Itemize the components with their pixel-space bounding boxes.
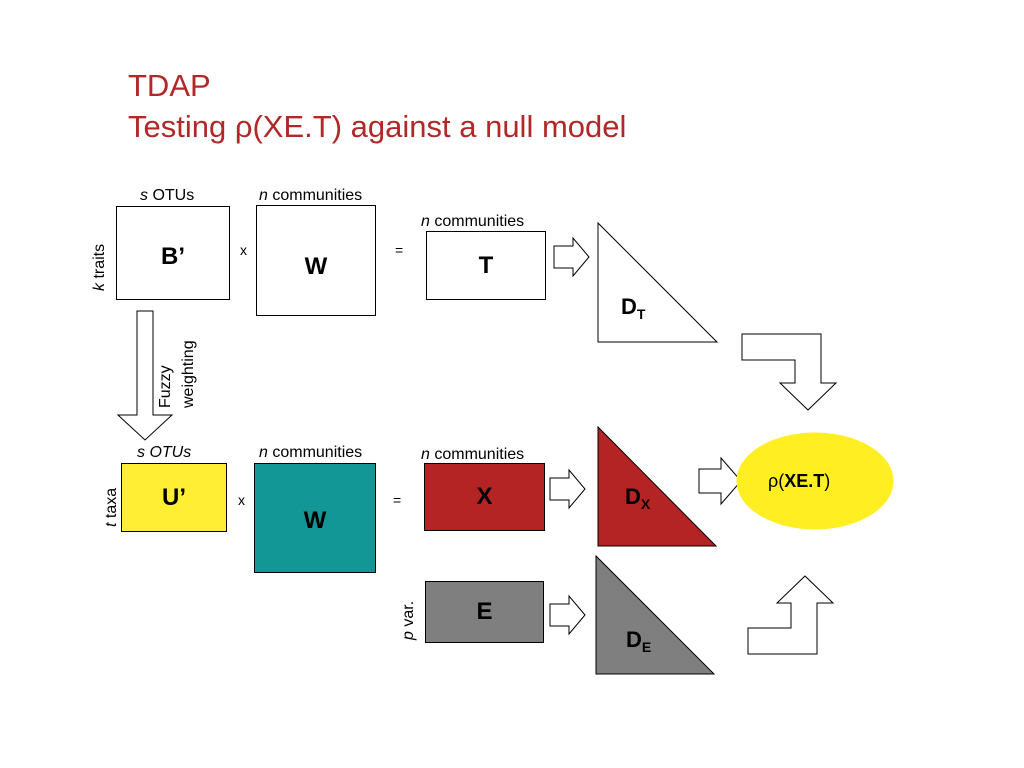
matrix-b-prime: B’ [116, 206, 230, 300]
fuzzy-label-line-1: Fuzzy [157, 365, 174, 408]
x-cols-label: n communities [421, 446, 525, 463]
down-arrow-fuzzy [116, 310, 174, 441]
triangle-dt [597, 221, 719, 343]
dx-label: DX [625, 484, 651, 512]
matrix-x: X [424, 463, 545, 531]
e-rows-label: p var. [400, 600, 417, 640]
arrow-x-to-dx [549, 468, 586, 510]
equals-sign-bottom: = [393, 492, 402, 508]
rho-symbol: ρ [234, 109, 253, 144]
dt-label: DT [621, 294, 646, 322]
arrow-e-to-de [549, 594, 586, 636]
bent-arrow-de-to-rho [747, 575, 835, 655]
times-sign-top: x [240, 242, 247, 258]
triangle-de [595, 554, 716, 675]
fuzzy-label-line-2: weighting [180, 340, 197, 408]
matrix-w-bottom: W [254, 463, 376, 573]
b-rows-label: k traits [91, 243, 108, 291]
arrow-dx-to-rho [698, 456, 742, 506]
de-label: DE [626, 627, 652, 655]
bent-arrow-dt-to-rho [741, 333, 838, 411]
matrix-w-top: W [256, 205, 376, 316]
u-rows-label: t taxa [103, 487, 120, 527]
matrix-e: E [425, 581, 544, 643]
b-cols-label: s OTUs [140, 187, 195, 204]
result-ellipse [736, 432, 894, 530]
times-sign-bottom: x [238, 492, 245, 508]
matrix-u-prime: U’ [121, 463, 227, 532]
title-line-2: Testing ρ(XE.T) against a null model [128, 111, 626, 142]
w-cols-label-bottom: n communities [259, 444, 363, 461]
title-suffix: (XE.T) against a null model [252, 109, 627, 144]
result-label: ρ(XE.T) [768, 471, 831, 491]
arrow-t-to-dt [553, 236, 590, 278]
u-cols-label: s OTUs [137, 444, 192, 461]
equals-sign-top: = [395, 242, 404, 258]
triangle-dx [597, 425, 718, 547]
t-cols-label: n communities [421, 213, 525, 230]
title-prefix: Testing [128, 109, 235, 144]
title-line-1: TDAP [128, 68, 211, 103]
matrix-t: T [426, 231, 546, 300]
w-cols-label-top: n communities [259, 187, 363, 204]
